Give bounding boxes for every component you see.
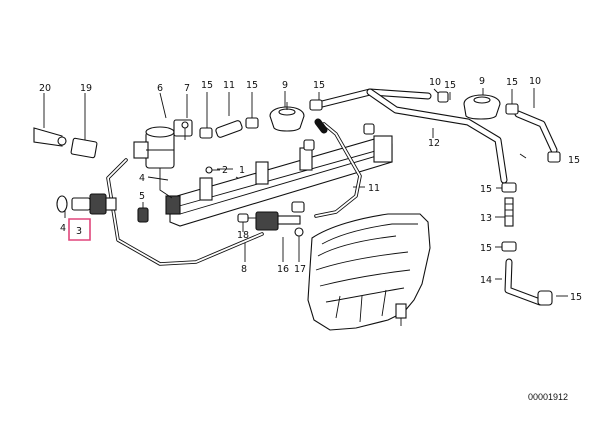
fuel-return-line [106,122,362,266]
callout-6: 6 [157,83,163,94]
callout-4: 4 [139,173,145,184]
vertical-fuel-line [501,182,553,306]
callout-15: 15 [201,80,213,91]
callout-labels: 20 19 6 7 15 11 15 9 15 10 15 9 15 10 12… [39,76,582,303]
pressure-damper-right [463,94,501,120]
callout-3: 3 [76,226,82,237]
injector-assembly [33,127,149,241]
callout-15: 15 [480,184,492,195]
callout-12: 12 [428,138,440,149]
hose-clamps-and-fittings [181,91,561,174]
pressure-damper-left [269,102,305,132]
callout-8: 8 [241,264,247,275]
callout-15: 15 [568,155,580,166]
callout-15: 15 [313,80,325,91]
callout-15: 15 [444,80,456,91]
callout-16: 16 [277,264,289,275]
bracket-assembly [237,201,305,237]
callout-15: 15 [570,292,582,303]
callout-7: 7 [184,83,190,94]
callout-9: 9 [479,76,485,87]
callout-10: 10 [529,76,541,87]
callout-9: 9 [282,80,288,91]
diagram-reference-code: 00001912 [528,392,568,402]
callout-18: 18 [237,230,249,241]
callout-13: 13 [480,213,492,224]
intake-manifold-casting [307,213,431,331]
callout-15: 15 [480,243,492,254]
callout-14: 14 [480,275,492,286]
callout-19: 19 [80,83,92,94]
callout-15: 15 [506,77,518,88]
vacuum-hose [314,88,558,184]
callout-4: 4 [60,223,66,234]
callout-2: 2 [222,165,228,176]
callout-11: 11 [368,183,380,194]
fuel-rail [165,135,393,227]
callout-20: 20 [39,83,51,94]
callout-10: 10 [429,77,441,88]
pressure-regulator [133,119,193,199]
callout-17: 17 [294,264,306,275]
callout-5: 5 [139,191,145,202]
callout-1: 1 [239,165,245,176]
highlight-box [68,218,91,241]
callout-11: 11 [223,80,235,91]
callout-15: 15 [246,80,258,91]
